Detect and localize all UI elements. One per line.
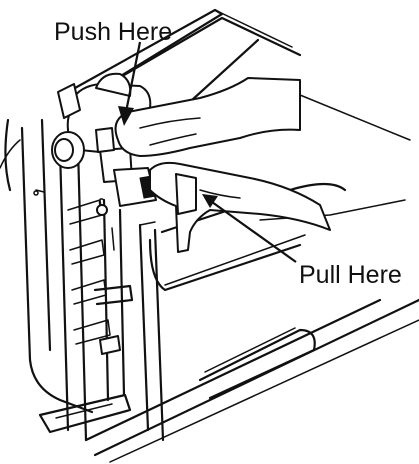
- valve-assembly: [51, 72, 157, 402]
- pull-arrow: [202, 194, 297, 263]
- push-here-label: Push Here: [54, 18, 172, 46]
- push-arrow: [118, 41, 142, 126]
- housing-frame: [0, 8, 419, 463]
- hand-pull: [149, 161, 331, 253]
- pull-here-label: Pull Here: [299, 261, 402, 289]
